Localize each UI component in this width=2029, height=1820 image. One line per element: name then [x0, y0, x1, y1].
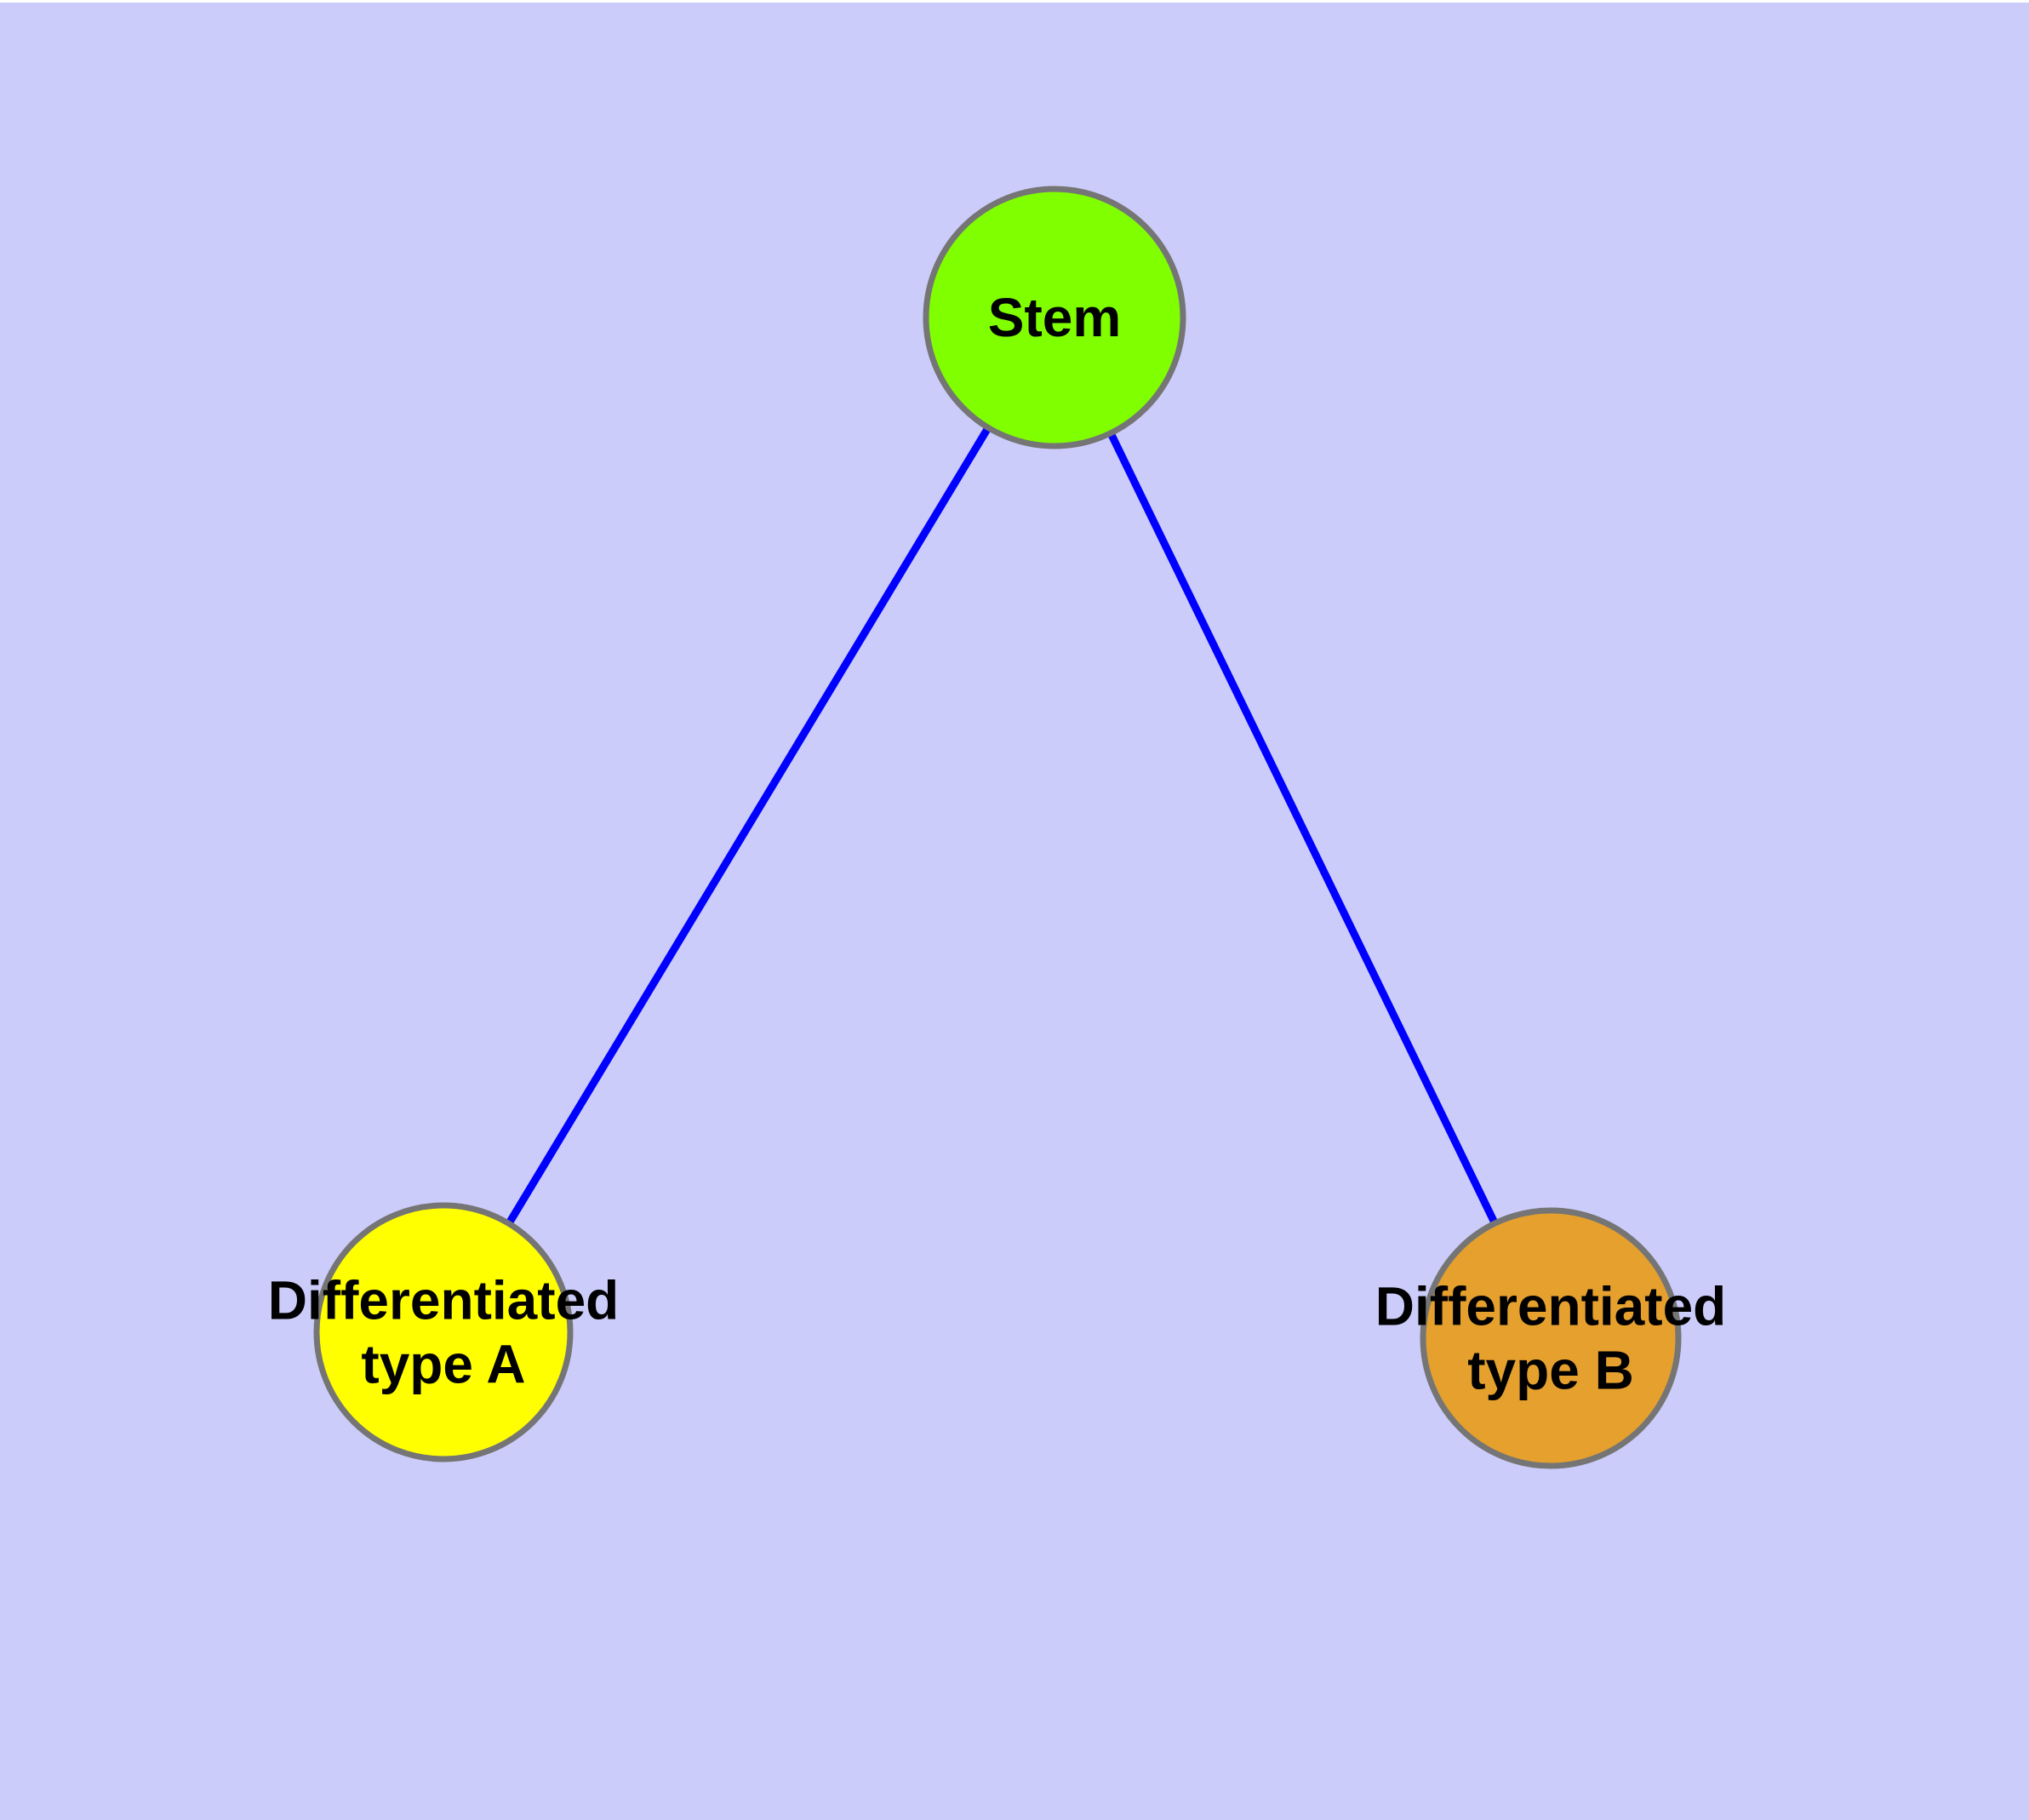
- edge-layer: [440, 315, 1555, 1340]
- graph-edge-stem-diff_a[interactable]: [440, 315, 1058, 1335]
- node-label-line: type B: [1467, 1339, 1634, 1400]
- node-label-line: Differentiated: [268, 1270, 620, 1331]
- node-circle-stem[interactable]: [923, 186, 1186, 449]
- graph-edge-stem-diff_b[interactable]: [1050, 316, 1555, 1340]
- node-label-line: Stem: [988, 287, 1122, 348]
- graph-node-stem[interactable]: Stem: [923, 186, 1186, 449]
- node-circle-diff_b[interactable]: [1420, 1207, 1682, 1469]
- node-circle-diff_a[interactable]: [313, 1202, 574, 1462]
- node-label-line: Differentiated: [1375, 1276, 1727, 1337]
- node-label-line: type A: [361, 1333, 525, 1394]
- node-label-stem: Stem: [988, 287, 1122, 348]
